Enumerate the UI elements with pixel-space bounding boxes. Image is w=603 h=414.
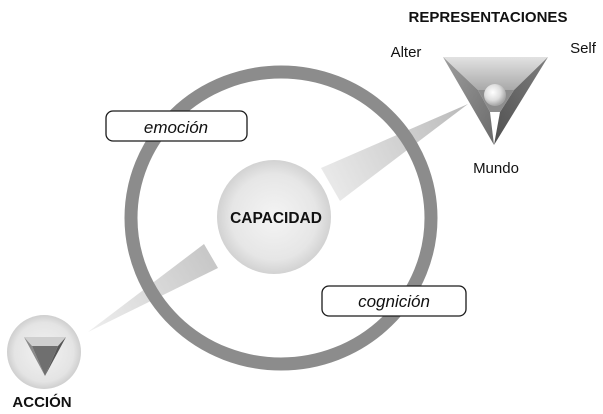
beam-to-representaciones bbox=[321, 104, 468, 201]
cognicion-box bbox=[321, 285, 467, 317]
emocion-box bbox=[105, 110, 248, 142]
representaciones-label: REPRESENTACIONES bbox=[409, 9, 568, 26]
representaciones-triangle-icon bbox=[443, 57, 548, 145]
accion-label: ACCIÓN bbox=[12, 393, 71, 411]
capacidad-circle bbox=[217, 160, 331, 274]
accion-triangle-icon bbox=[24, 337, 66, 376]
emocion-label: emoción bbox=[144, 118, 208, 137]
capacidad-label: CAPACIDAD bbox=[230, 210, 322, 227]
mundo-label: Mundo bbox=[473, 160, 519, 177]
alter-label: Alter bbox=[391, 44, 422, 61]
cognicion-label: cognición bbox=[358, 292, 430, 311]
capacity-ring bbox=[124, 65, 438, 371]
self-label: Self bbox=[570, 40, 597, 57]
